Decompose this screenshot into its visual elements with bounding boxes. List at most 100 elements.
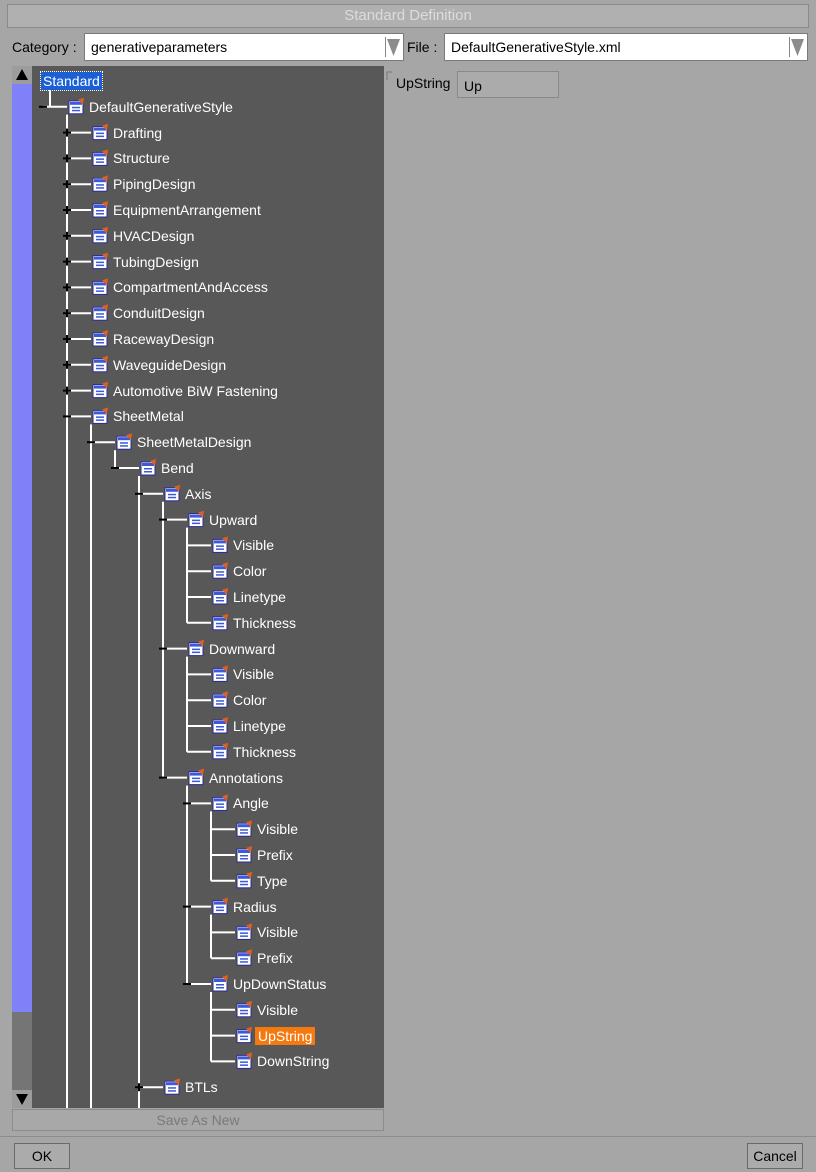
expand-icon[interactable] [63, 386, 71, 395]
tree-node-label[interactable]: Linetype [233, 718, 286, 734]
tree-node-label[interactable]: SheetMetal [113, 408, 184, 425]
parameter-node-icon [92, 330, 108, 347]
tree-node-label[interactable]: ConduitDesign [113, 305, 205, 322]
tree-node-label[interactable]: Prefix [257, 847, 293, 863]
tree-node-label[interactable]: Bend [161, 460, 194, 476]
tree-node-label[interactable]: UpDownStatus [233, 976, 327, 992]
parameter-node-icon [236, 820, 252, 837]
tree-node-label[interactable]: Automotive BiW Fastening [113, 382, 278, 399]
save-as-new-button[interactable]: Save As New [12, 1109, 384, 1131]
tree-node-label[interactable]: Visible [257, 1001, 298, 1018]
tree-node-label[interactable]: PipingDesign [113, 176, 196, 193]
file-dropdown[interactable]: DefaultGenerativeStyle.xml [444, 33, 808, 61]
tree-node-label[interactable]: Type [257, 872, 288, 889]
title-bar-frame [7, 4, 809, 28]
upstring-label: UpString [396, 75, 451, 91]
tree-node-label[interactable]: Color [233, 692, 267, 709]
tree-node-label[interactable]: EquipmentArrangement [113, 202, 261, 218]
parameter-node-icon [212, 897, 228, 915]
parameter-panel [386, 66, 808, 1132]
parameter-node-icon [236, 871, 252, 889]
tree-node-label[interactable]: Angle [233, 795, 269, 812]
parameter-node-icon [212, 665, 228, 682]
category-dropdown[interactable]: generativeparameters [84, 33, 404, 61]
scroll-down-button[interactable] [12, 1090, 32, 1108]
tree-node-label[interactable]: DefaultGenerativeStyle [89, 98, 233, 115]
expand-icon[interactable] [63, 180, 71, 189]
parameter-node-icon [188, 639, 204, 657]
parameter-node-icon [92, 355, 108, 373]
parameter-node-icon [92, 123, 108, 141]
parameter-node-icon [236, 1026, 252, 1044]
tree-node-label[interactable]: Standard [40, 71, 103, 91]
expand-icon[interactable] [63, 128, 71, 137]
title-bar[interactable]: Standard Definition [0, 0, 816, 33]
parameter-node-icon [92, 252, 108, 270]
tree-node-label[interactable]: Linetype [233, 589, 286, 605]
cancel-button[interactable]: Cancel [747, 1143, 803, 1169]
tree-node-label[interactable]: RacewayDesign [113, 331, 215, 347]
parameter-node-icon [212, 588, 228, 605]
expand-icon[interactable] [63, 206, 71, 214]
tree-node-label[interactable]: Visible [257, 924, 298, 941]
expand-icon[interactable] [63, 360, 71, 369]
category-value: generativeparameters [91, 39, 228, 55]
parameter-node-icon [92, 381, 108, 399]
tree-node-label[interactable]: Annotations [209, 769, 283, 786]
parameter-node-icon [212, 742, 228, 760]
scroll-up-button[interactable] [12, 66, 32, 84]
tree-node-label[interactable]: Visible [233, 537, 274, 554]
tree-node-label[interactable]: Prefix [257, 950, 293, 967]
expand-icon[interactable] [63, 231, 71, 240]
expand-icon[interactable] [63, 309, 71, 318]
tree-node-label[interactable]: Radius [233, 898, 277, 915]
tree-node-label[interactable]: Downward [209, 640, 276, 657]
expand-icon[interactable] [63, 335, 71, 343]
file-label: File : [407, 39, 438, 55]
tree-scrollbar[interactable] [12, 66, 32, 1108]
arrow-up-icon [16, 69, 28, 80]
parameter-node-icon [68, 97, 84, 115]
parameter-node-icon [212, 691, 228, 708]
divider [0, 1136, 816, 1137]
tree-node-label[interactable]: TubingDesign [113, 253, 199, 270]
parameter-node-icon [164, 1078, 180, 1095]
tree-node-label[interactable]: Thickness [233, 743, 297, 760]
expand-icon[interactable] [63, 283, 71, 292]
parameter-node-icon [92, 278, 108, 295]
tree-node-label[interactable]: HVACDesign [113, 227, 195, 244]
tree-node-label[interactable]: CompartmentAndAccess [113, 279, 268, 296]
parameter-node-icon [92, 149, 108, 166]
ok-button[interactable]: OK [14, 1143, 70, 1169]
parameter-node-icon [236, 1000, 252, 1018]
expand-icon[interactable] [135, 1083, 143, 1092]
tree-node-label[interactable]: Visible [233, 666, 274, 683]
upstring-field[interactable]: Up [457, 71, 559, 98]
parameter-node-icon [212, 562, 228, 579]
scroll-thumb[interactable] [12, 84, 32, 1012]
tree-node-label[interactable]: Drafting [113, 124, 163, 141]
parameter-node-icon [92, 175, 108, 192]
tree-node-label[interactable]: Color [233, 563, 267, 580]
window-title: Standard Definition [344, 7, 472, 24]
tree-node-label[interactable]: SheetMetalDesign [137, 434, 252, 451]
chevron-down-icon[interactable] [385, 37, 401, 57]
tree-node-label[interactable]: Thickness [233, 614, 297, 631]
expand-icon[interactable] [63, 257, 71, 266]
tree-node-label[interactable]: Structure [113, 150, 170, 167]
tree-node-label[interactable]: WaveguideDesign [113, 356, 227, 373]
tree-node-label[interactable]: BTLs [185, 1079, 218, 1096]
category-label: Category : [12, 39, 77, 55]
expand-icon[interactable] [63, 154, 71, 163]
tree-node-label[interactable]: Axis [185, 485, 212, 502]
tree-node-label[interactable]: DownString [257, 1053, 330, 1070]
tree-node-label[interactable]: Upward [209, 511, 258, 528]
parameter-node-icon [116, 433, 132, 450]
tree-node-label[interactable]: Visible [257, 821, 298, 838]
parameter-node-icon [212, 717, 228, 734]
tree-connectors [39, 89, 252, 1108]
tree-node-label[interactable]: UpString [255, 1026, 316, 1045]
parameter-node-icon [236, 923, 252, 940]
chevron-down-icon[interactable] [789, 37, 805, 57]
